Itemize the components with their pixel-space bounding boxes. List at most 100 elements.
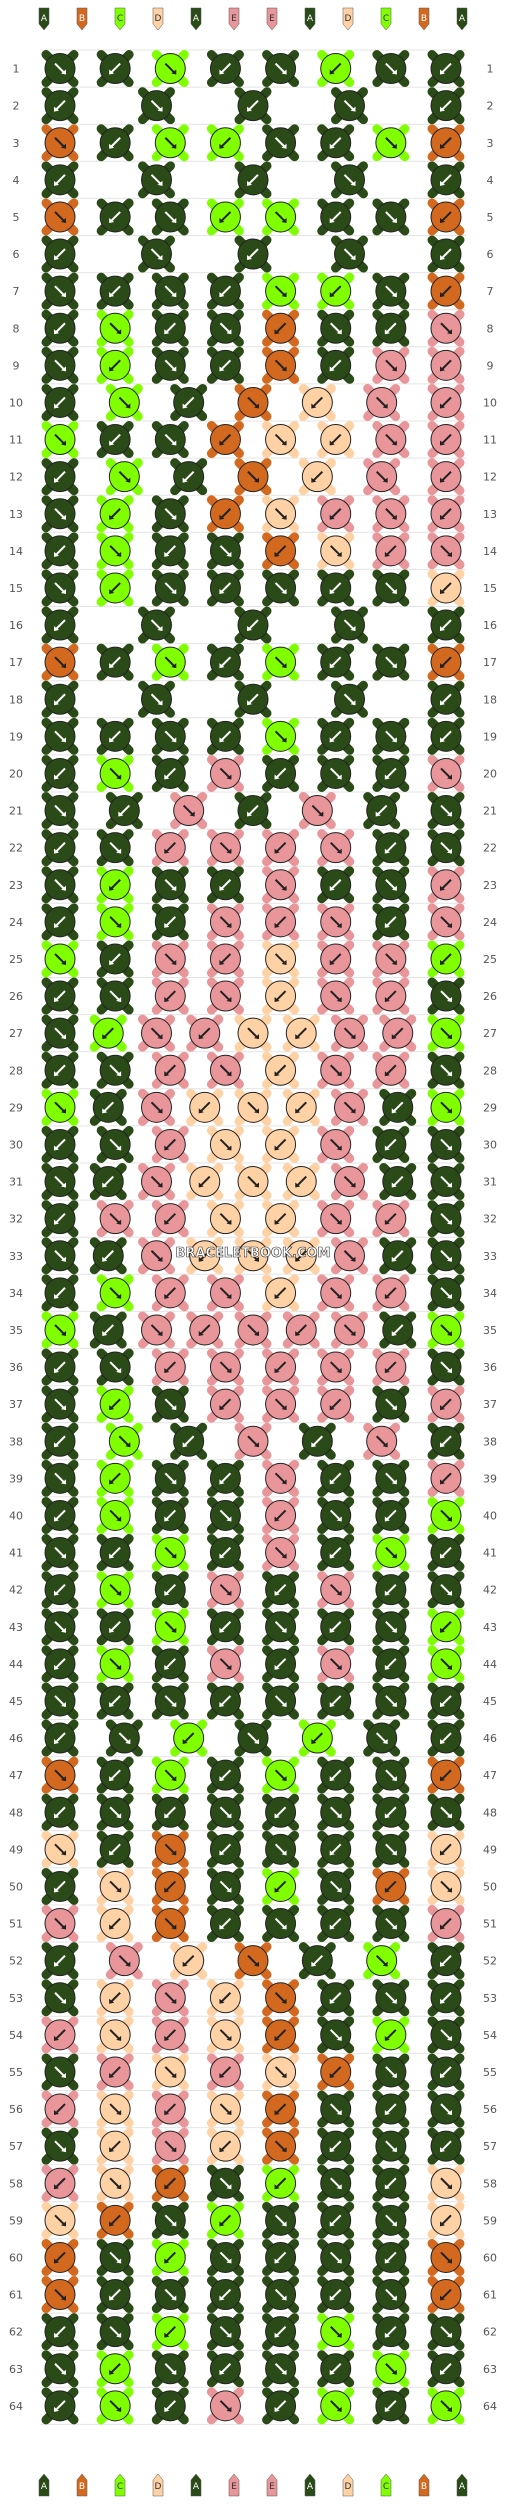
knot — [237, 164, 269, 196]
knot — [209, 1537, 241, 1569]
knot — [44, 646, 76, 678]
row-number-right: 21 — [483, 805, 497, 818]
row-number-left: 19 — [9, 730, 23, 743]
knot — [366, 795, 398, 827]
knot — [265, 832, 297, 864]
knot — [375, 869, 407, 901]
knot — [237, 683, 269, 715]
row-number-left: 58 — [9, 2177, 23, 2190]
row-number-right: 12 — [483, 471, 497, 484]
knot — [154, 1833, 186, 1865]
knot — [209, 2241, 241, 2273]
row-number-left: 2 — [13, 100, 20, 113]
knot — [44, 1240, 76, 1272]
knot — [366, 1945, 398, 1977]
knot — [44, 572, 76, 604]
row-number-right: 24 — [483, 916, 497, 929]
knot — [334, 238, 365, 270]
knot — [285, 1017, 317, 1049]
row-number-left: 35 — [9, 1324, 23, 1337]
knot — [154, 1982, 186, 2014]
knot — [99, 498, 131, 530]
knot — [430, 1425, 462, 1457]
knot — [108, 795, 140, 827]
knot — [209, 1574, 241, 1606]
knot — [141, 1314, 172, 1346]
row-number-right: 28 — [483, 1064, 497, 1077]
knot — [44, 1537, 76, 1569]
knot — [209, 646, 241, 678]
row-number-left: 39 — [9, 1472, 23, 1485]
knot — [375, 1982, 407, 2014]
knot — [320, 2353, 352, 2385]
knot — [375, 1759, 407, 1791]
knot — [237, 1017, 269, 1049]
knot — [366, 1722, 398, 1754]
knot — [430, 90, 462, 122]
knot — [375, 943, 407, 975]
knot — [44, 201, 76, 233]
knot — [209, 1908, 241, 1940]
row-number-left: 25 — [9, 953, 23, 966]
string-marker — [380, 7, 392, 31]
knot — [285, 1314, 317, 1346]
knot — [237, 1314, 269, 1346]
knot — [382, 1091, 414, 1123]
string-marker — [418, 7, 430, 31]
knot — [173, 1425, 205, 1457]
row-number-right: 44 — [483, 1658, 497, 1671]
knot — [237, 609, 269, 641]
row-number-left: 48 — [9, 1806, 23, 1819]
knot — [320, 535, 352, 567]
row-number-right: 42 — [483, 1584, 497, 1597]
knot — [375, 1537, 407, 1569]
knot — [320, 1462, 352, 1494]
knot — [154, 275, 186, 307]
knot — [99, 349, 131, 381]
knot — [265, 2130, 297, 2162]
knot — [430, 1648, 462, 1680]
knot — [334, 683, 365, 715]
knot — [265, 2316, 297, 2348]
row-number-right: 36 — [483, 1361, 497, 1374]
knot — [209, 943, 241, 975]
knot — [99, 1277, 131, 1309]
knot — [265, 1870, 297, 1902]
knot — [265, 1908, 297, 1940]
string-marker — [152, 7, 164, 31]
knot — [430, 609, 462, 641]
knot — [141, 683, 172, 715]
knot — [334, 90, 365, 122]
knot — [430, 349, 462, 381]
knot — [44, 127, 76, 159]
row-number-left: 38 — [9, 1435, 23, 1448]
knot — [44, 1611, 76, 1643]
knot — [154, 646, 186, 678]
string-marker — [38, 2473, 50, 2497]
knot — [301, 1945, 333, 1977]
knot — [334, 1017, 365, 1049]
knot — [265, 1833, 297, 1865]
knot — [320, 2204, 352, 2236]
knot — [375, 2130, 407, 2162]
knot — [44, 238, 76, 270]
row-number-left: 59 — [9, 2214, 23, 2227]
row-number-left: 7 — [13, 285, 20, 298]
knot — [237, 1722, 269, 1754]
row-number-left: 23 — [9, 879, 23, 892]
knot — [99, 1685, 131, 1717]
knot — [99, 906, 131, 938]
knot — [430, 1499, 462, 1531]
knot — [154, 1128, 186, 1160]
knot — [265, 572, 297, 604]
knot — [44, 53, 76, 85]
knot — [430, 906, 462, 938]
knot — [430, 1537, 462, 1569]
knot — [375, 2279, 407, 2311]
knot — [44, 1425, 76, 1457]
row-number-right: 54 — [483, 2029, 497, 2042]
knot — [44, 275, 76, 307]
knot — [320, 1351, 352, 1383]
knot — [154, 1870, 186, 1902]
knot — [44, 1722, 76, 1754]
